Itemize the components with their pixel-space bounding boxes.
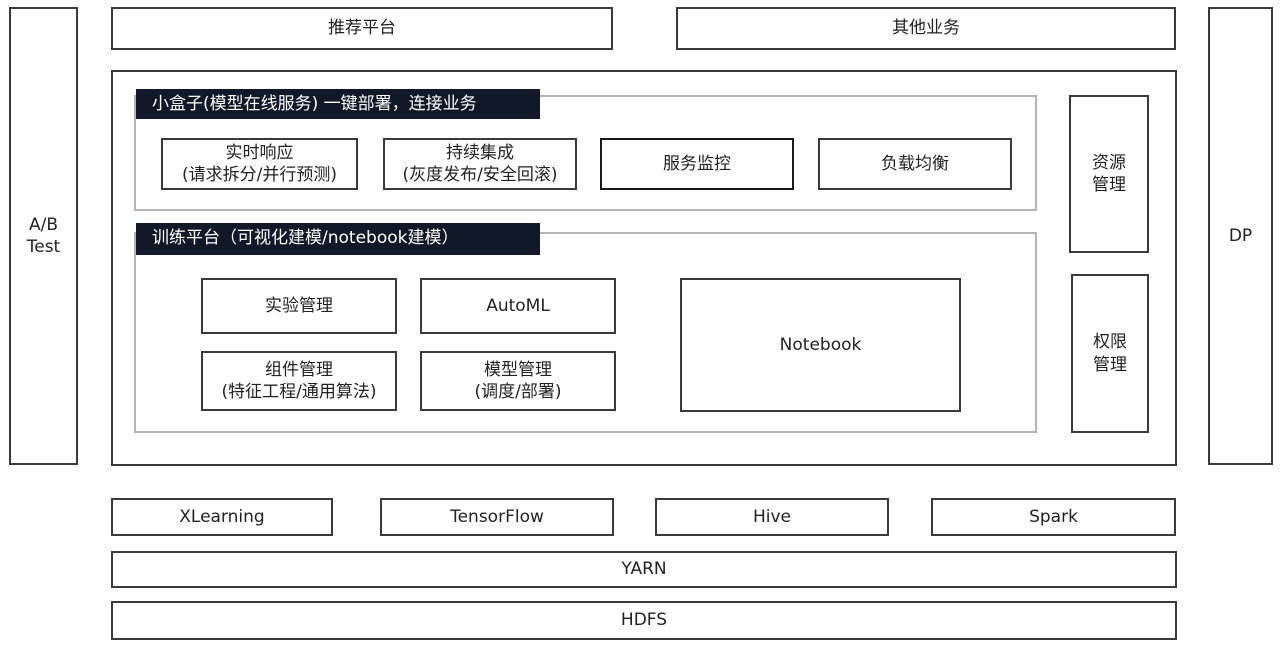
platform-container (111, 70, 1177, 466)
realtime-response-box: 实时响应 (请求拆分/并行预测) (161, 138, 358, 190)
ab-test-box: A/B Test (9, 7, 78, 465)
service-monitoring-box: 服务监控 (600, 138, 794, 190)
other-business-box: 其他业务 (676, 7, 1176, 50)
service-monitoring-label: 服务监控 (663, 153, 731, 174)
realtime-response-title: 实时响应 (225, 142, 294, 163)
experiment-management-box: 实验管理 (201, 278, 397, 334)
component-management-box: 组件管理 (特征工程/通用算法) (201, 351, 397, 411)
permission-management-line1: 权限 (1093, 332, 1127, 353)
yarn-box: YARN (111, 551, 1177, 588)
continuous-integration-detail: (灰度发布/安全回滚) (402, 165, 558, 185)
component-management-title: 组件管理 (265, 359, 333, 380)
serving-group (134, 95, 1037, 211)
notebook-box: Notebook (680, 278, 961, 412)
tensorflow-box: TensorFlow (380, 498, 614, 536)
automl-box: AutoML (420, 278, 616, 334)
automl-label: AutoML (486, 295, 550, 316)
load-balancing-label: 负载均衡 (881, 153, 949, 174)
realtime-response-detail: (请求拆分/并行预测) (182, 165, 337, 185)
permission-management-box: 权限 管理 (1071, 274, 1149, 433)
hive-box: Hive (655, 498, 889, 536)
ab-test-line2: Test (26, 237, 61, 257)
recommend-platform-box: 推荐平台 (111, 7, 613, 50)
experiment-management-label: 实验管理 (265, 295, 333, 316)
serving-title: 小盒子(模型在线服务) 一键部署，连接业务 (136, 89, 540, 119)
hdfs-box: HDFS (111, 601, 1177, 640)
dp-label: DP (1228, 225, 1253, 246)
xlearning-box: XLearning (111, 498, 333, 536)
continuous-integration-title: 持续集成 (446, 142, 514, 163)
hive-label: Hive (752, 506, 792, 527)
other-business-label: 其他业务 (892, 18, 960, 39)
training-title: 训练平台（可视化建模/notebook建模） (136, 223, 540, 255)
resource-management-line1: 资源 (1092, 152, 1126, 173)
hdfs-label: HDFS (620, 610, 668, 631)
recommend-platform-label: 推荐平台 (328, 18, 396, 39)
continuous-integration-box: 持续集成 (灰度发布/安全回滚) (383, 138, 577, 190)
spark-label: Spark (1029, 506, 1078, 527)
model-management-box: 模型管理 (调度/部署) (420, 351, 616, 411)
resource-management-box: 资源 管理 (1069, 95, 1149, 253)
xlearning-label: XLearning (179, 506, 265, 527)
component-management-detail: (特征工程/通用算法) (221, 382, 377, 402)
tensorflow-label: TensorFlow (450, 506, 544, 527)
model-management-detail: (调度/部署) (474, 382, 562, 402)
model-management-title: 模型管理 (484, 359, 552, 380)
ab-test-line1: A/B (28, 214, 59, 235)
yarn-label: YARN (621, 559, 667, 580)
resource-management-line2: 管理 (1092, 175, 1126, 195)
notebook-label: Notebook (779, 334, 862, 355)
dp-box: DP (1208, 7, 1273, 465)
spark-box: Spark (931, 498, 1176, 536)
training-group (134, 232, 1037, 433)
permission-management-line2: 管理 (1093, 354, 1127, 375)
load-balancing-box: 负载均衡 (818, 138, 1012, 190)
